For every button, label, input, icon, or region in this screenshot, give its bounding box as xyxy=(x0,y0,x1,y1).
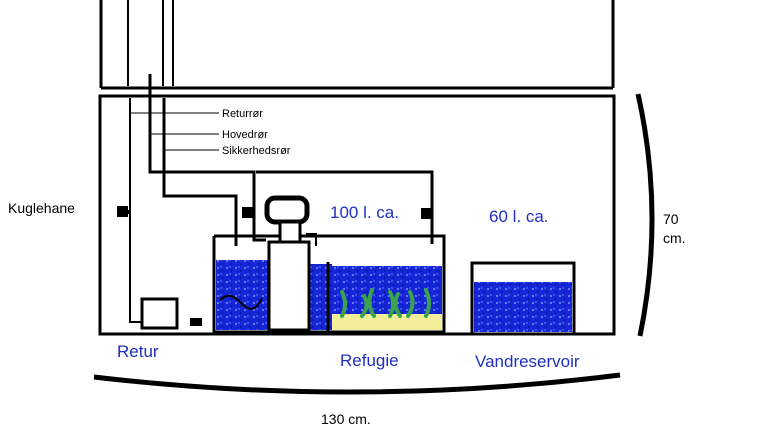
lower-cabinet xyxy=(98,94,616,336)
label-leaders xyxy=(130,112,219,151)
ball-valves xyxy=(117,206,432,326)
label-refugie: Refugie xyxy=(340,351,399,370)
label-sikkerhedsror: Sikkerhedsrør xyxy=(222,145,291,157)
label-retur: Retur xyxy=(117,342,159,361)
return-pipe xyxy=(129,98,142,323)
sump-tank xyxy=(212,234,446,334)
valve-refugium xyxy=(421,208,432,219)
height-dimension-arc xyxy=(635,93,655,337)
label-height-unit: cm. xyxy=(663,230,686,246)
label-height-value: 70 xyxy=(663,211,679,227)
label-width: 130 cm. xyxy=(321,411,371,427)
pipes xyxy=(129,74,434,323)
label-kuglehane: Kuglehane xyxy=(8,200,75,216)
valve-safety xyxy=(242,207,253,218)
reservoir-tank xyxy=(470,261,576,334)
valve-base xyxy=(190,318,202,326)
refugium-plants xyxy=(340,288,431,318)
refugium-feed-pipe xyxy=(256,170,434,244)
upper-cabinet xyxy=(99,0,615,90)
valve-return xyxy=(117,206,128,217)
label-volume-reservoir: 60 l. ca. xyxy=(489,207,549,226)
label-hovedror: Hovedrør xyxy=(222,129,268,141)
refugium-outlet xyxy=(306,233,317,246)
label-vandreservoir: Vandreservoir xyxy=(475,352,580,371)
label-volume-refugie: 100 l. ca. xyxy=(330,203,399,222)
return-box xyxy=(140,297,179,330)
sump-water-left xyxy=(216,260,268,330)
pump xyxy=(264,195,311,332)
reservoir-water xyxy=(474,282,572,332)
main-pipe xyxy=(148,74,266,242)
width-dimension-arc xyxy=(93,372,621,395)
refugium-water xyxy=(330,266,442,316)
safety-pipe xyxy=(162,98,238,246)
refugium-sand xyxy=(332,314,442,330)
label-returror: Returrør xyxy=(222,108,263,120)
